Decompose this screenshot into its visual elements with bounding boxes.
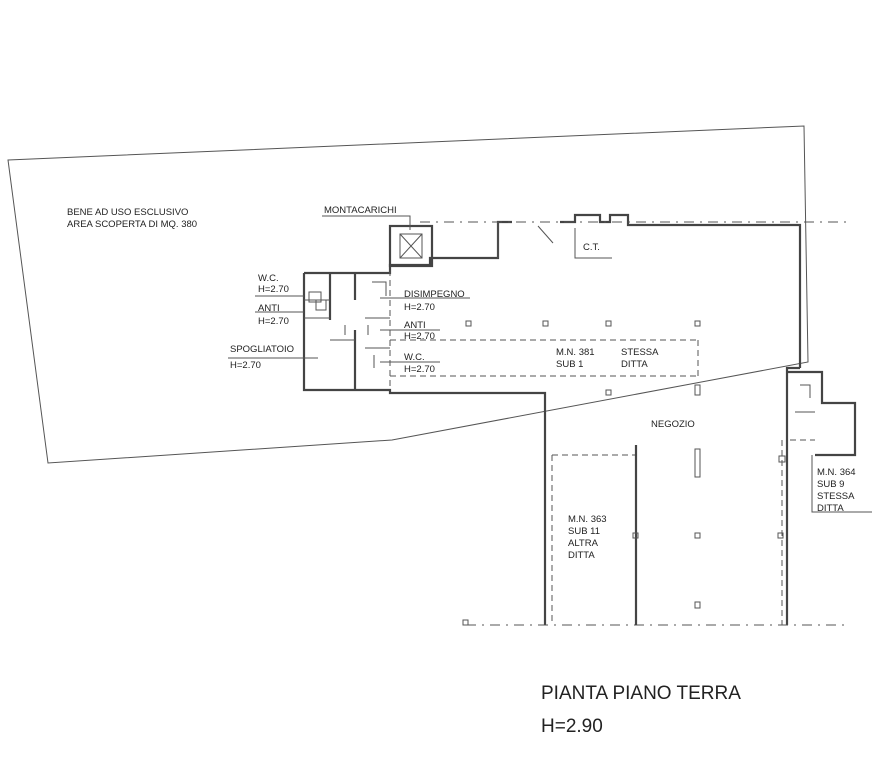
wc2-name: W.C. <box>404 352 425 363</box>
mn363-line1: M.N. 363 <box>568 514 607 525</box>
disimpegno-height: H=2.70 <box>404 302 435 313</box>
outdoor-area-label-1: BENE AD USO ESCLUSIVO <box>67 207 188 218</box>
columns <box>462 320 786 626</box>
anti1-name: ANTI <box>258 303 280 314</box>
mn364-line3: STESSA <box>817 491 855 502</box>
building-walls <box>302 213 802 625</box>
anti2-height: H=2.70 <box>404 331 435 342</box>
mn364-line4: DITTA <box>817 503 844 514</box>
outdoor-area-label-2: AREA SCOPERTA DI MQ. 380 <box>67 219 197 230</box>
mn381-line1: M.N. 381 <box>556 347 595 358</box>
spogliatoio-height: H=2.70 <box>230 360 261 371</box>
mn363-line3: ALTRA <box>568 538 599 549</box>
mn363-line4: DITTA <box>568 550 595 561</box>
mn364-line1: M.N. 364 <box>817 467 856 478</box>
wc1-height: H=2.70 <box>258 284 289 295</box>
mn364-line2: SUB 9 <box>817 479 844 490</box>
stessa1-line2: DITTA <box>621 359 648 370</box>
ct-label: C.T. <box>583 242 600 253</box>
montacarichi-label: MONTACARICHI <box>324 205 397 216</box>
mn363-line2: SUB 11 <box>568 526 600 537</box>
spogliatoio-name: SPOGLIATOIO <box>230 344 294 355</box>
mn381-line2: SUB 1 <box>556 359 583 370</box>
stessa1-line1: STESSA <box>621 347 659 358</box>
negozio-label: NEGOZIO <box>651 419 695 430</box>
plan-height: H=2.90 <box>541 716 603 737</box>
plan-title: PIANTA PIANO TERRA <box>541 683 741 704</box>
disimpegno-name: DISIMPEGNO <box>404 289 465 300</box>
anti1-height: H=2.70 <box>258 316 289 327</box>
anti2-name: ANTI <box>404 320 426 331</box>
annex-364 <box>787 370 872 513</box>
wc1-name: W.C. <box>258 273 279 284</box>
leader-lines <box>228 215 470 363</box>
boundary-lines <box>389 221 852 626</box>
outdoor-area-outline <box>7 125 809 464</box>
wc2-height: H=2.70 <box>404 364 435 375</box>
